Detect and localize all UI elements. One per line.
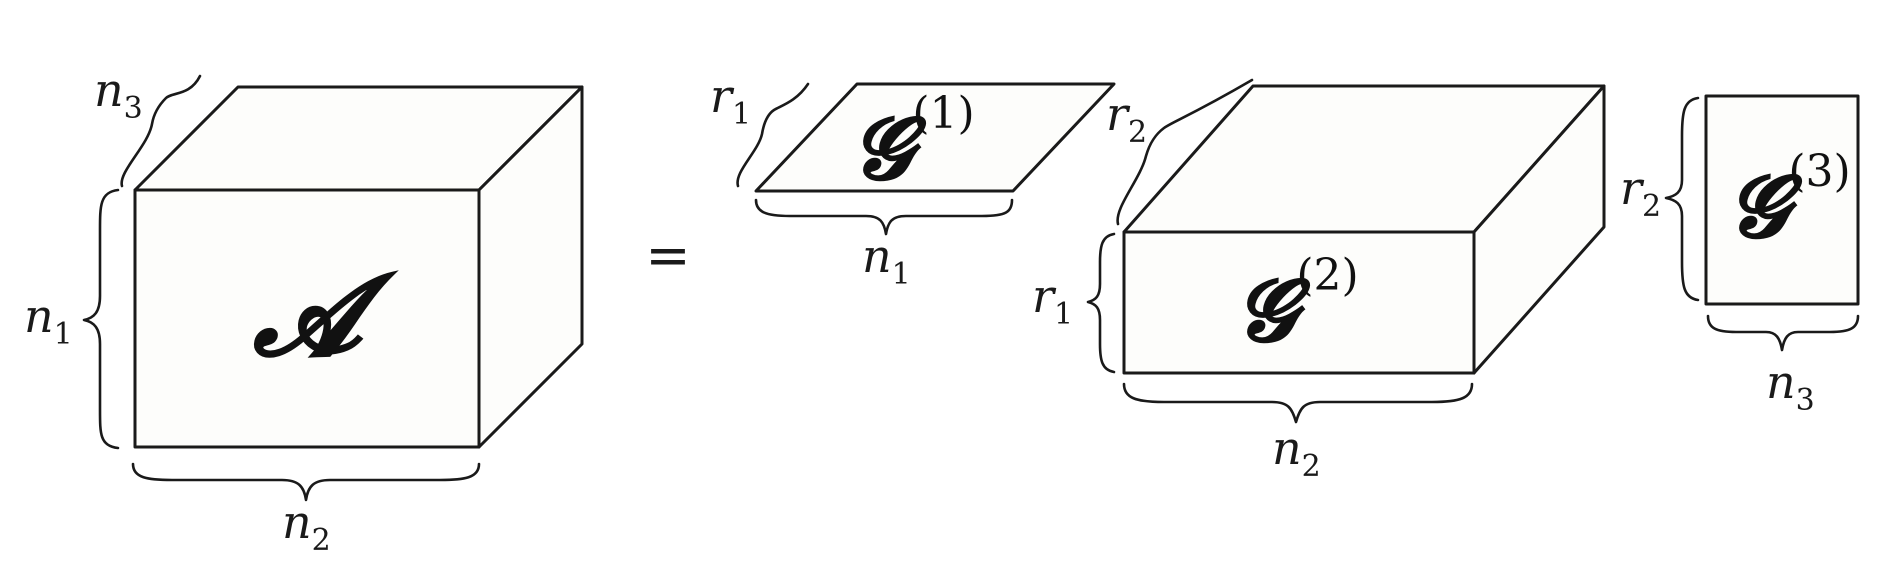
svg-text:n3: n3 — [94, 63, 143, 126]
core-g3-matrix: 𝓖(3) — [1704, 94, 1860, 306]
tensor-a-n3-brace — [120, 74, 202, 188]
core-g3-n3-label: n3 — [1766, 355, 1815, 418]
core-g3-face — [1704, 94, 1860, 306]
svg-text:r1: r1 — [1032, 269, 1073, 332]
core-g2-n2-brace — [1122, 382, 1474, 424]
core-g3-r2-label: r2 — [1620, 161, 1661, 224]
core-g1-slice: 𝓖(1) — [754, 82, 1116, 199]
svg-text:n3: n3 — [1766, 355, 1815, 418]
core-g1-n1-brace — [754, 198, 1014, 236]
core-g2-slab: 𝓖(2) — [1122, 84, 1606, 375]
svg-text:n1: n1 — [24, 289, 73, 352]
core-g2-r2-brace — [1116, 78, 1254, 226]
tensor-a-n3-label: n3 — [94, 63, 143, 126]
core-g2-r2-label: r2 — [1106, 87, 1147, 150]
core-g1-face — [754, 82, 1116, 193]
core-g3-n3-brace — [1706, 314, 1860, 352]
tensor-a-cube: 𝓐 — [133, 85, 584, 449]
tensor-a-n2-label: n2 — [282, 495, 331, 558]
svg-text:n1: n1 — [862, 229, 911, 292]
core-g2-front-face — [1122, 230, 1476, 375]
core-g1-n1-label: n1 — [862, 229, 911, 292]
core-g2-r1-label: r1 — [1032, 269, 1073, 332]
tensor-a-front-face — [133, 188, 481, 449]
core-g1-r1-brace — [736, 82, 810, 188]
core-g2-r1-brace — [1086, 232, 1116, 374]
svg-text:n2: n2 — [1272, 421, 1321, 484]
svg-text:n2: n2 — [282, 495, 331, 558]
svg-text:r2: r2 — [1620, 161, 1661, 224]
core-g3-r2-brace — [1664, 96, 1700, 302]
svg-text:r2: r2 — [1106, 87, 1147, 150]
tensor-a-n1-brace — [82, 188, 120, 450]
tensor-a-n1-label: n1 — [24, 289, 73, 352]
svg-text:r1: r1 — [710, 69, 751, 132]
core-g1-r1-label: r1 — [710, 69, 751, 132]
tensor-a-n2-brace — [131, 462, 481, 502]
equals-sign: = — [645, 224, 690, 287]
core-g2-n2-label: n2 — [1272, 421, 1321, 484]
